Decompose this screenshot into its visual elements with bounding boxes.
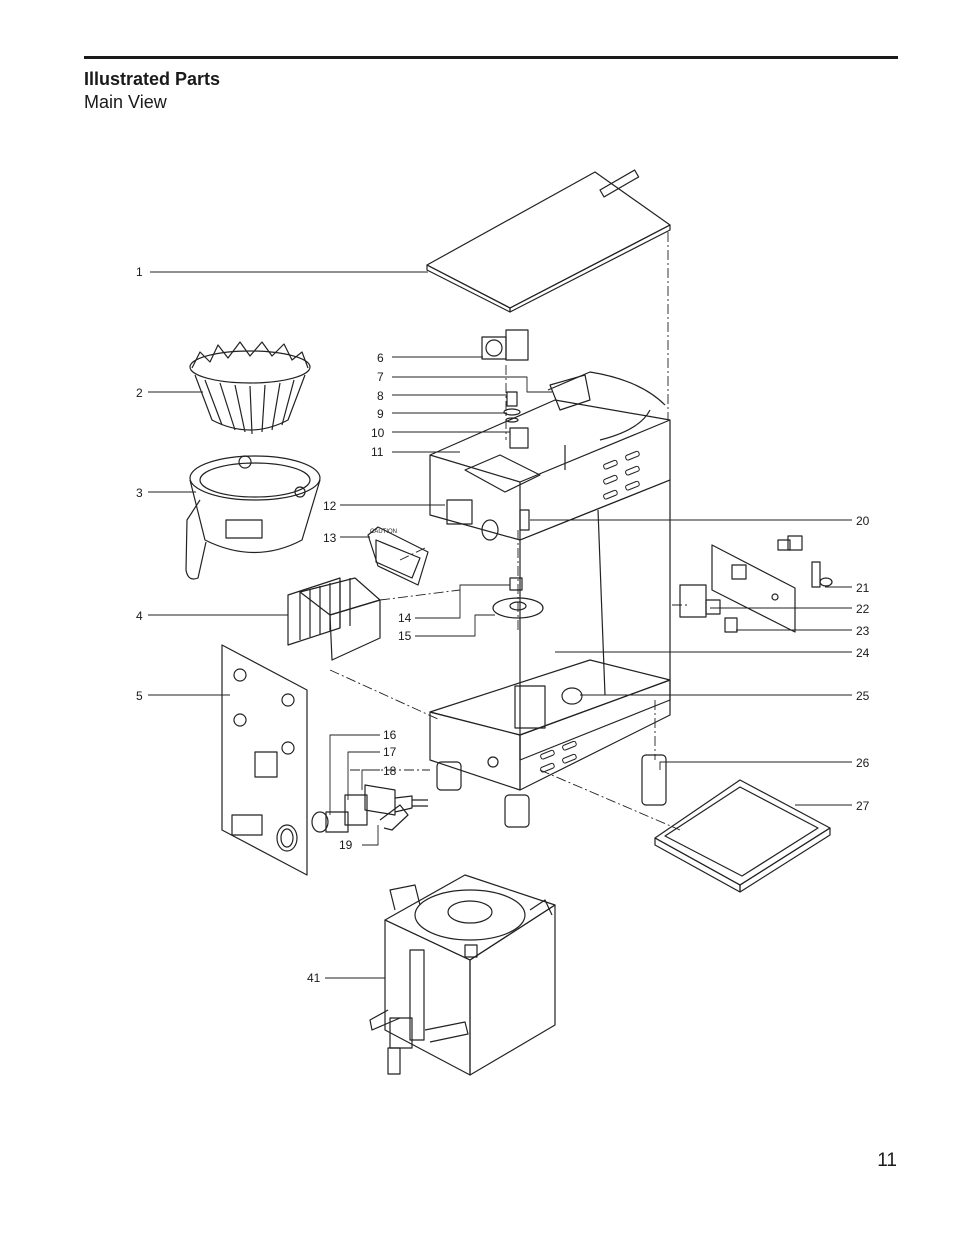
part-main-housing-upper xyxy=(429,371,671,541)
part-top-cover xyxy=(426,169,671,313)
part-paper-filter xyxy=(189,341,311,435)
part-faucet-assembly xyxy=(311,784,428,833)
callout-leader-lines xyxy=(148,271,852,979)
part-rear-panel xyxy=(221,644,308,876)
part-coffee-server xyxy=(369,874,556,1076)
callout-1: 1 xyxy=(136,265,143,279)
callout-8: 8 xyxy=(377,389,384,403)
page-title: Illustrated Parts xyxy=(84,69,221,89)
callout-20: 20 xyxy=(856,514,870,528)
part-inlet-valve xyxy=(679,584,738,633)
part-side-bracket xyxy=(711,544,796,633)
callout-23: 23 xyxy=(856,624,870,638)
page-number: 11 xyxy=(877,1150,897,1171)
part-control-display xyxy=(367,526,429,586)
callout-6: 6 xyxy=(377,351,384,365)
part-dump-valve xyxy=(481,329,529,361)
callout-17: 17 xyxy=(383,745,397,759)
callout-7: 7 xyxy=(377,370,384,384)
part-sprayhead-assembly xyxy=(503,391,529,449)
callout-26: 26 xyxy=(856,756,870,770)
callout-21: 21 xyxy=(856,581,870,595)
callout-10: 10 xyxy=(371,426,385,440)
callout-14: 14 xyxy=(398,611,412,625)
callout-2: 2 xyxy=(136,386,143,400)
callout-24: 24 xyxy=(856,646,870,660)
callout-4: 4 xyxy=(136,609,143,623)
callout-13: 13 xyxy=(323,531,337,545)
callout-15: 15 xyxy=(398,629,412,643)
callout-41: 41 xyxy=(307,971,321,985)
callout-5: 5 xyxy=(136,689,143,703)
callout-25: 25 xyxy=(856,689,870,703)
callout-22: 22 xyxy=(856,602,870,616)
callout-12: 12 xyxy=(323,499,337,513)
callout-27: 27 xyxy=(856,799,870,813)
assembly-guide-lines xyxy=(329,232,690,831)
part-main-frame xyxy=(429,479,671,791)
page-subtitle: Main View xyxy=(84,92,167,112)
part-thermostat xyxy=(811,561,833,588)
part-legs xyxy=(436,754,667,828)
caution-decal-text: CAUTION xyxy=(370,529,397,535)
callout-11: 11 xyxy=(371,445,384,459)
part-drip-tray xyxy=(654,779,831,893)
callout-labels: 1 2 3 4 5 6 7 8 9 10 11 12 13 14 15 16 1… xyxy=(136,265,870,985)
callout-18: 18 xyxy=(383,764,397,778)
callout-3: 3 xyxy=(136,486,143,500)
part-heat-sink xyxy=(287,577,381,661)
callout-16: 16 xyxy=(383,728,397,742)
part-fitting-elbow xyxy=(777,535,803,551)
header-rule xyxy=(84,56,898,59)
part-sprayhead-disc xyxy=(492,577,544,619)
part-brew-funnel xyxy=(185,455,321,580)
callout-19: 19 xyxy=(339,838,353,852)
callout-9: 9 xyxy=(377,407,384,421)
